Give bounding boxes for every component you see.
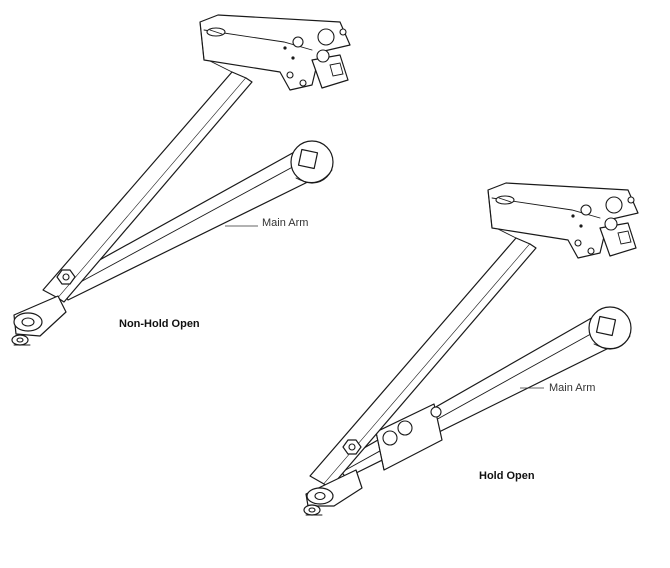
hold-open-block: [375, 403, 443, 471]
main-arm: [57, 140, 334, 301]
main-arm-callout: Main Arm: [549, 382, 595, 394]
elbow-joint: [56, 269, 76, 285]
figure-caption: Non-Hold Open: [119, 318, 200, 330]
forearm: [42, 57, 253, 303]
mounting-bracket: [199, 14, 351, 91]
figure-non-hold-open: Main Arm Non-Hold Open: [11, 14, 351, 346]
shoe-bracket: [303, 469, 363, 516]
figure-caption: Hold Open: [479, 470, 535, 482]
main-arm-callout: Main Arm: [262, 217, 308, 229]
shoe-bracket: [11, 295, 67, 346]
elbow-joint: [342, 439, 362, 455]
mounting-bracket: [487, 182, 639, 259]
forearm: [309, 225, 537, 489]
figure-hold-open: Main Arm Hold Open: [303, 182, 639, 516]
square-spindle-hole: [297, 148, 319, 170]
square-spindle-hole: [595, 315, 617, 337]
